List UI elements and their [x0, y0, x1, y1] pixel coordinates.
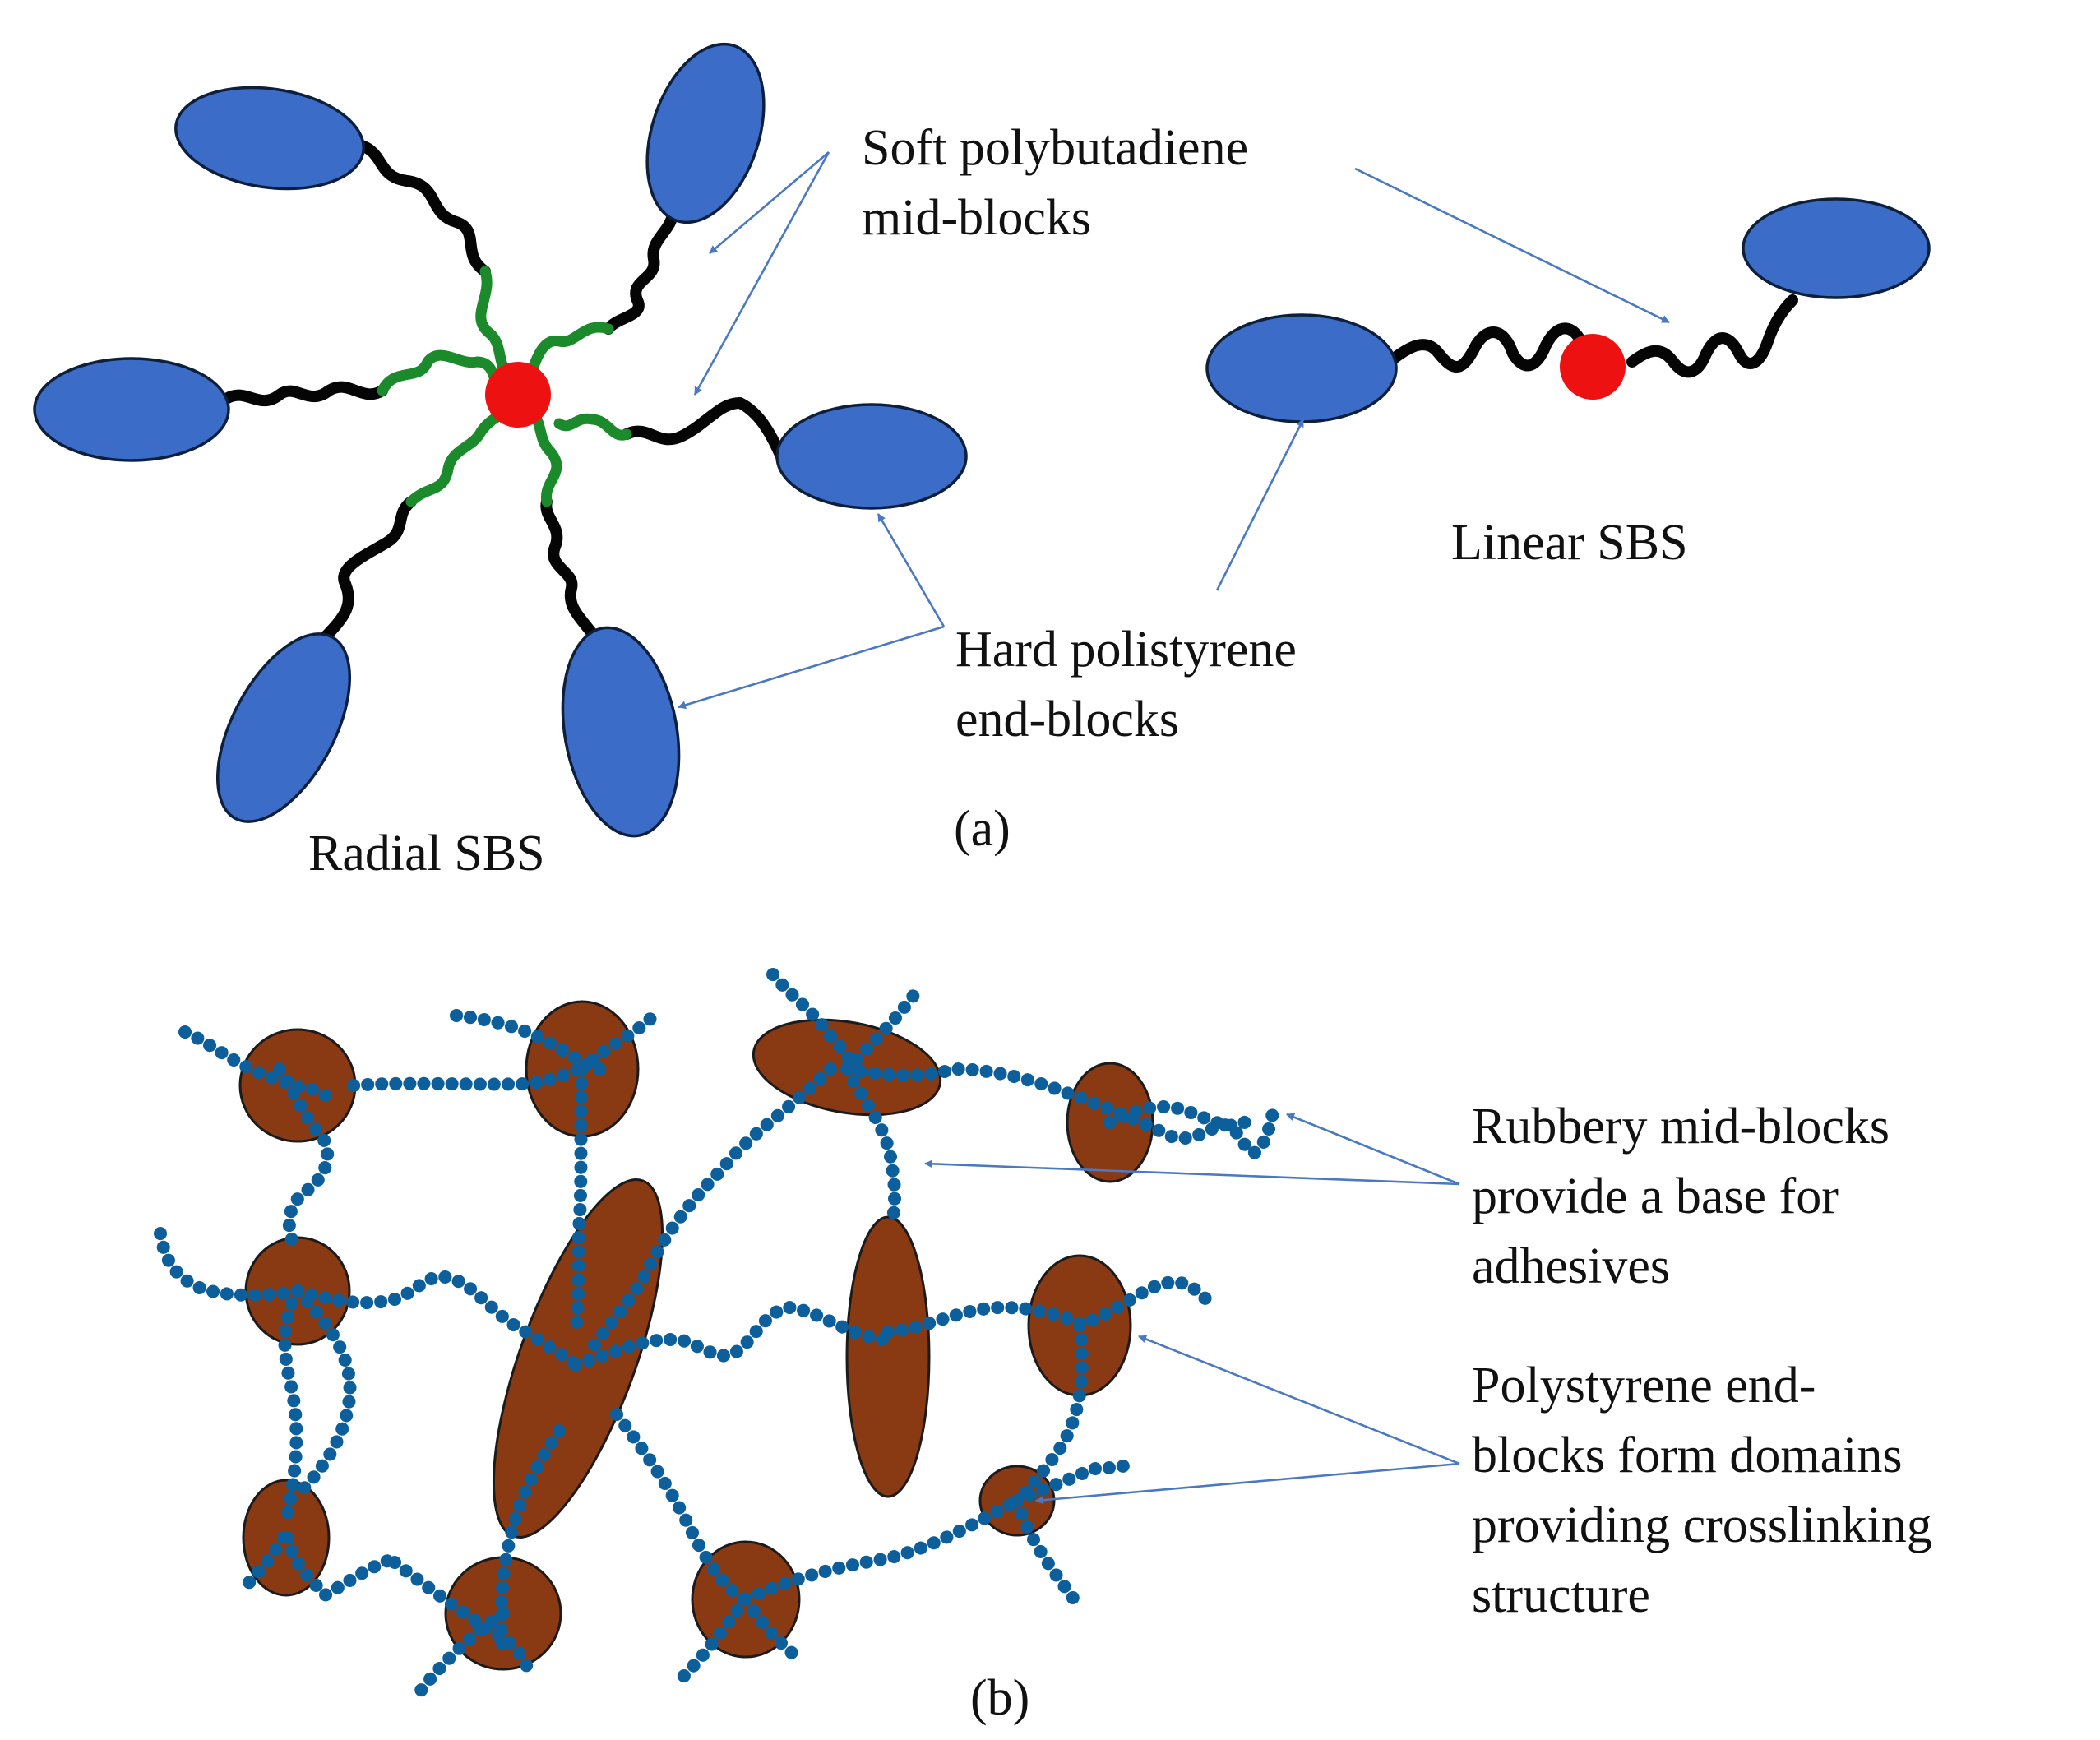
bead-chain [840, 1062, 1281, 1159]
radial-soft-chain-arm-6 [540, 496, 598, 639]
bead-chain [154, 1227, 307, 1302]
radial-soft-chain-arm-2 [603, 204, 678, 335]
arrow-rubbery-to-chain-right [1286, 1113, 1460, 1186]
coupling-arm-2 [525, 322, 614, 384]
linear-end-block-right [1742, 197, 1931, 299]
coupling-arm-4 [553, 413, 632, 441]
bead-chain [1011, 1494, 1084, 1610]
coupling-arm-5 [405, 405, 511, 507]
soft-label-line-2: mid-blocks [862, 190, 1091, 246]
panel-a: Soft polybutadiene mid-blocks Hard polis… [33, 42, 1931, 882]
arrow-hard-to-radial-bottom [678, 625, 945, 710]
radial-end-block-2 [645, 42, 766, 224]
linear-soft-chain-right [1626, 294, 1798, 378]
coupling-arm-3 [377, 349, 503, 396]
radial-coupling-core [485, 362, 551, 428]
bead-chain [278, 1284, 304, 1520]
radial-end-block-5 [215, 632, 352, 823]
arrow-poly-to-domain-right [1138, 1335, 1460, 1465]
bead-chain [676, 1593, 752, 1684]
bead-chain [840, 1062, 902, 1232]
radial-soft-chain-arm-1 [348, 138, 491, 277]
linear-coupling-core [1560, 334, 1626, 400]
linear-sbs-molecule [1205, 197, 1931, 423]
radial-sbs-molecule [33, 42, 968, 838]
caption-a: (a) [954, 801, 1011, 857]
radial-soft-chain-arm-3 [220, 381, 388, 407]
bead-chain [347, 1061, 590, 1092]
poly-label-line-3: providing crosslinking [1472, 1497, 1932, 1553]
bead-chain [881, 1300, 1088, 1339]
bead-chain [409, 1607, 510, 1705]
radial-sbs-label: Radial SBS [308, 826, 545, 882]
linear-sbs-label: Linear SBS [1451, 515, 1688, 571]
caption-b: (b) [970, 1670, 1029, 1726]
bead-chain [585, 1062, 837, 1355]
bead-chain [1013, 1319, 1089, 1507]
bead-chain [840, 984, 923, 1076]
bead-chain [1011, 1457, 1133, 1507]
arrow-hard-to-radial-right [877, 513, 946, 627]
bead-chain [766, 968, 870, 1084]
bead-chain [610, 1408, 751, 1606]
arrow-soft-to-radial-upper [709, 151, 830, 254]
bead-chain [739, 1494, 1024, 1606]
arrow-rubbery-to-chain-middle [924, 1159, 1460, 1186]
rubbery-bead-chains [154, 968, 1281, 1705]
poly-label-line-1: Polystyrene end- [1472, 1358, 1816, 1414]
bead-chain [569, 1062, 589, 1339]
panel-a-arrows [678, 151, 1670, 710]
bead-chain [273, 1062, 335, 1256]
poly-label-line-2: blocks form domains [1472, 1428, 1903, 1483]
domain-7 [845, 1215, 931, 1498]
bead-chain [739, 1593, 808, 1668]
arrow-hard-to-linear [1215, 419, 1305, 591]
coupling-arm-6 [529, 410, 562, 507]
bead-chain [1103, 1099, 1256, 1132]
arrow-poly-to-domain-small [1035, 1462, 1460, 1505]
radial-end-block-4 [775, 403, 968, 510]
hard-label-line-2: end-blocks [955, 692, 1179, 747]
panel-b-arrows [924, 1113, 1460, 1505]
radial-end-block-1 [174, 86, 365, 191]
bead-chain [236, 1531, 290, 1598]
arrow-soft-to-linear [1354, 167, 1670, 324]
panel-b: Rubbery mid-blocks provide a base for ad… [154, 968, 1932, 1726]
radial-soft-chain-arm-5 [319, 496, 417, 643]
bead-chain [1073, 1275, 1219, 1332]
radial-end-block-6 [561, 626, 681, 838]
rubbery-label-line-1: Rubbery mid-blocks [1472, 1099, 1890, 1155]
bead-chain [576, 1009, 660, 1076]
bead-chain [289, 1284, 357, 1503]
bead-chain [281, 1531, 401, 1604]
poly-label-line-4: structure [1472, 1567, 1650, 1623]
bead-chain [178, 1025, 335, 1104]
radial-end-block-3 [33, 357, 230, 462]
hard-label-line-1: Hard polistyrene [955, 622, 1297, 678]
linear-end-block-left [1205, 313, 1398, 423]
rubbery-label-line-2: provide a base for [1472, 1168, 1839, 1224]
bead-chain [291, 1270, 582, 1372]
soft-label-line-1: Soft polybutadiene [862, 120, 1248, 176]
arrow-soft-to-radial-lower [693, 151, 830, 396]
radial-soft-chain-arm-4 [621, 397, 789, 466]
rubbery-label-line-3: adhesives [1472, 1238, 1670, 1294]
bead-chain [569, 1300, 895, 1372]
